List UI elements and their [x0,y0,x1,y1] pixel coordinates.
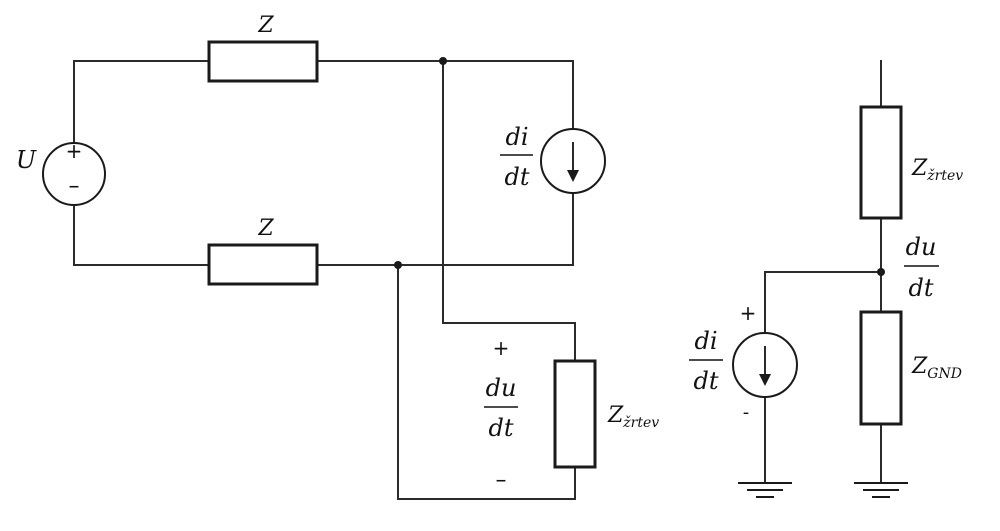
victim-voltage-num: du [486,374,517,402]
current-source-num: di [505,123,528,151]
impedance-bottom [207,243,319,286]
current-source-den: dt [504,163,529,191]
impedance-bottom-label: Z [257,216,274,241]
current-source-right-num: di [694,327,717,355]
impedance-gnd-label: ZGND [911,354,962,382]
impedance-victim-right [859,105,903,220]
junction-bottom [394,261,402,269]
current-source-right-minus: - [743,402,750,423]
voltage-source-minus: – [69,174,80,199]
impedance-top [207,40,319,83]
node-voltage-den: dt [908,274,933,302]
current-source-right-den: dt [693,367,718,395]
voltage-source-plus: + [66,139,83,163]
junction-top [439,57,447,65]
ground-symbol-left-icon [738,482,792,498]
junction-right [877,268,885,276]
voltage-source [42,142,106,206]
impedance-gnd [859,310,903,426]
impedance-gnd-sub: GND [927,366,962,382]
right-circuit: Zžrtev du dt ZGND + di dt - [689,60,963,498]
victim-voltage-minus: – [496,468,507,493]
voltage-source-label: U [16,146,37,174]
wire-bottom [73,191,574,266]
wire-tap-to-victim-bottom [397,265,576,500]
impedance-victim-right-main: Z [911,156,928,181]
current-source-arrow-icon [567,142,579,182]
victim-voltage-den: dt [488,414,513,442]
victim-voltage-plus: + [493,336,510,360]
left-circuit: Z Z + – U di dt Zžrtev + du dt – [16,13,659,500]
ground-symbol-right-icon [854,482,908,498]
impedance-victim-right-label: Zžrtev [911,156,963,184]
impedance-victim [553,359,597,469]
impedance-top-label: Z [257,13,274,38]
impedance-victim-sub: žrtev [622,414,659,431]
wire-top [73,60,574,157]
wire-tap-to-victim-top [442,61,576,361]
current-source-right-plus: + [740,301,757,325]
node-voltage-num: du [906,233,937,261]
wire-right-branch [764,271,881,483]
impedance-victim-label: Zžrtev [607,403,659,431]
impedance-victim-right-sub: žrtev [926,167,963,184]
impedance-victim-main: Z [607,403,624,428]
impedance-gnd-main: Z [911,354,928,379]
current-source-right-arrow-icon [759,346,771,386]
